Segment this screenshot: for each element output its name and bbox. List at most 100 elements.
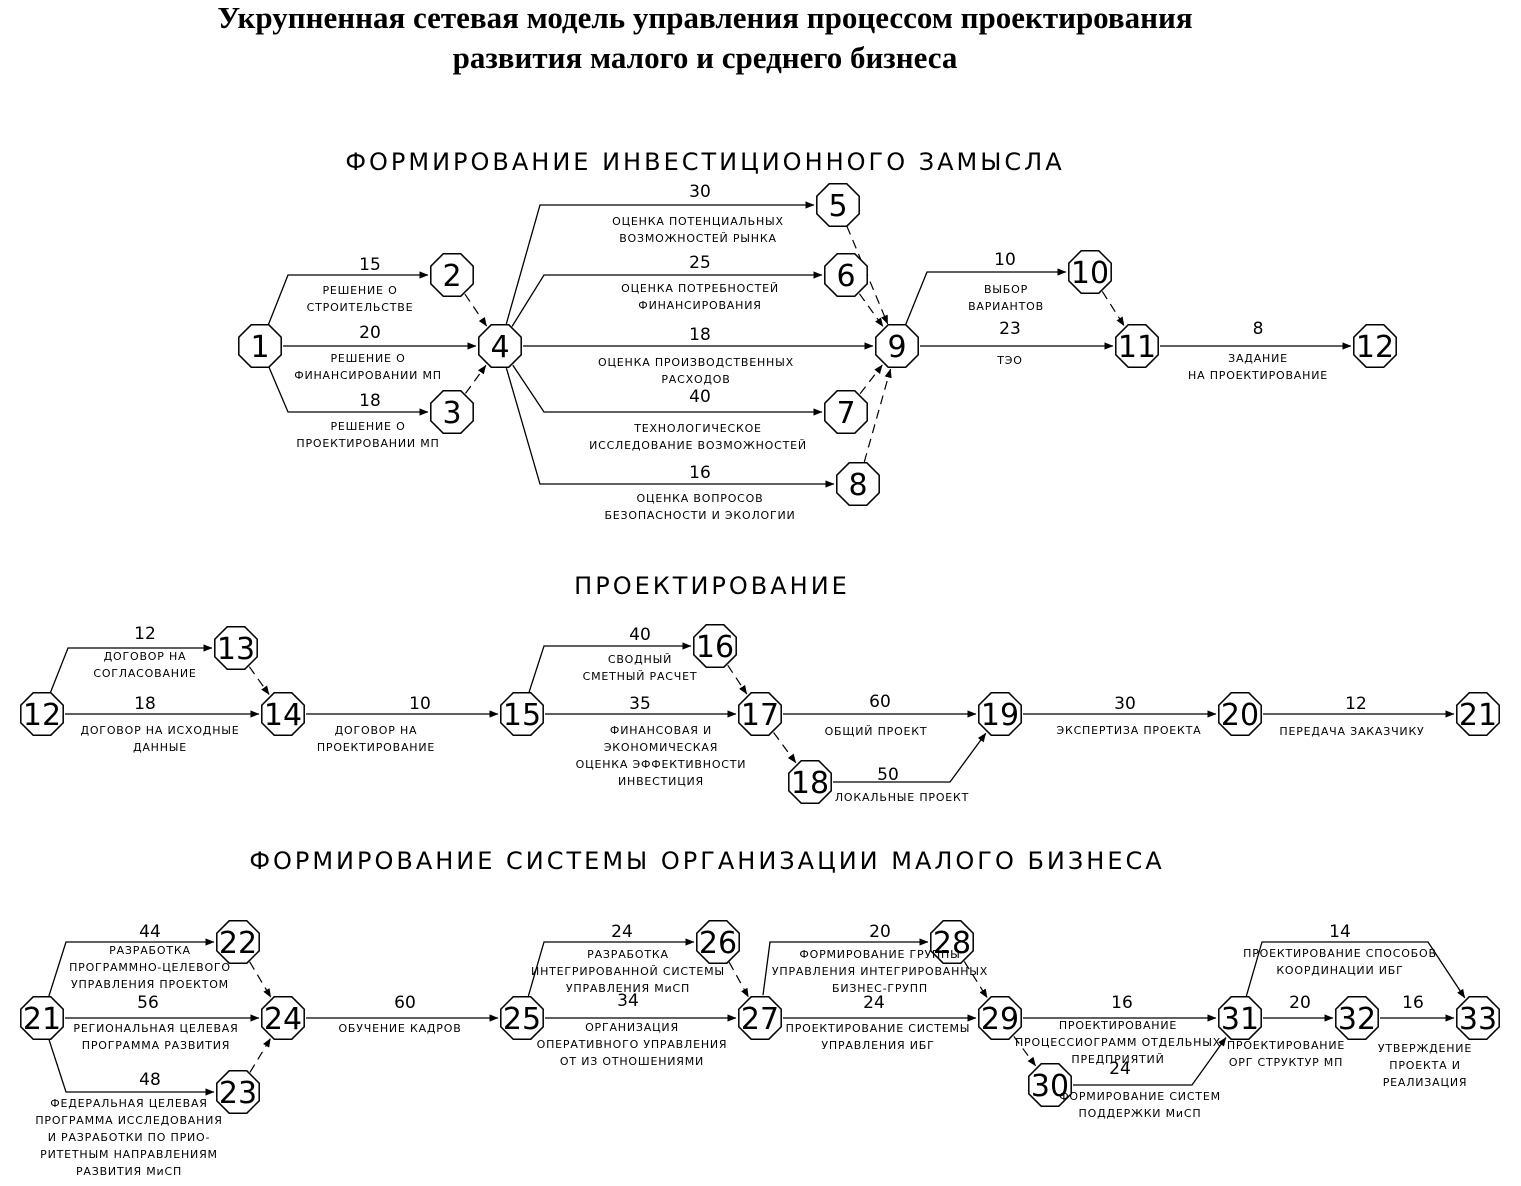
activity-label-line: ФЕДЕРАЛЬНАЯ ЦЕЛЕВАЯ	[50, 1097, 208, 1110]
dummy-dependency-arrow	[464, 293, 488, 327]
dummy-dependency-arrow	[773, 732, 797, 764]
activity-label-line: БИЗНЕС-ГРУПП	[832, 982, 928, 995]
activity-label-line: ОЦЕНКА ВОПРОСОВ	[637, 492, 764, 505]
event-node: 20	[1218, 692, 1262, 736]
event-node-number: 24	[264, 1002, 302, 1037]
event-node-number: 29	[981, 1002, 1019, 1037]
activity-duration: 40	[689, 387, 711, 407]
dummy-dependency-arrow	[249, 961, 272, 998]
event-node: 27	[738, 996, 782, 1040]
event-node-shape	[1115, 324, 1159, 368]
event-node: 10	[1068, 250, 1112, 294]
event-node-number: 25	[503, 1002, 541, 1037]
event-node-shape	[1068, 250, 1112, 294]
event-node-shape	[1028, 1063, 1072, 1107]
event-node-shape	[238, 324, 282, 368]
event-node-number: 22	[219, 926, 257, 961]
event-node-shape	[214, 626, 258, 670]
dummy-dependency-arrow	[727, 664, 748, 695]
event-node-shape	[500, 996, 544, 1040]
activity-label-line: ПРОЕКТИРОВАНИИ МП	[296, 437, 439, 450]
activity-duration: 40	[629, 625, 651, 645]
event-node-shape	[1335, 996, 1379, 1040]
event-node: 21	[1456, 692, 1500, 736]
dummy-dependency-arrow	[963, 961, 988, 999]
section-title-organization: ФОРМИРОВАНИЕ СИСТЕМЫ ОРГАНИЗАЦИИ МАЛОГО …	[249, 847, 1164, 875]
activity-label-line: ОРГ СТРУКТУР МП	[1229, 1056, 1343, 1069]
event-node: 6	[824, 253, 868, 297]
activity-duration: 16	[1402, 993, 1424, 1013]
activity-duration: 30	[1114, 694, 1136, 714]
event-node-shape	[738, 996, 782, 1040]
activity-duration: 34	[617, 991, 639, 1011]
activity-label-line: РАЗРАБОТКА	[109, 944, 191, 957]
activity-duration: 16	[1111, 993, 1133, 1013]
event-node-number: 17	[741, 698, 779, 733]
event-node: 16	[693, 624, 737, 668]
activity-duration: 23	[999, 319, 1021, 339]
event-node-number: 3	[442, 396, 461, 431]
event-node-number: 15	[503, 698, 541, 733]
event-node-shape	[216, 1070, 260, 1114]
activity-label-line: ФИНАНСОВАЯ И	[610, 724, 712, 737]
activity-duration: 18	[689, 325, 711, 345]
activity-duration: 60	[869, 692, 891, 712]
activity-label-line: ПЕРЕДАЧА ЗАКАЗЧИКУ	[1279, 725, 1424, 738]
dummy-dependency-arrow	[863, 368, 892, 463]
activity-label-line: УПРАВЛЕНИЯ ИБГ	[821, 1039, 934, 1052]
event-node: 31	[1218, 996, 1262, 1040]
event-node: 21	[20, 996, 64, 1040]
activity-label-line: РАСХОДОВ	[661, 373, 730, 386]
activity-label-line: ОЦЕНКА ПОТЕНЦИАЛЬНЫХ	[612, 215, 784, 228]
event-node-shape	[1353, 324, 1397, 368]
event-node-number: 8	[848, 468, 867, 503]
event-node-number: 33	[1459, 1002, 1497, 1037]
activity-duration: 15	[359, 255, 381, 275]
activity-duration: 18	[134, 694, 156, 714]
activity-duration: 24	[611, 922, 633, 942]
event-node-shape	[816, 183, 860, 227]
event-node-number: 26	[699, 926, 737, 961]
activity-label-line: ПРОЕКТИРОВАНИЕ	[1227, 1039, 1345, 1052]
activity-duration: 30	[689, 182, 711, 202]
event-node-shape	[836, 462, 880, 506]
activity-label-line: ВОЗМОЖНОСТЕЙ РЫНКА	[619, 232, 777, 245]
event-node: 2	[430, 253, 474, 297]
activity-arrow	[762, 938, 929, 996]
activity-duration: 56	[137, 993, 159, 1013]
activity-label-line: И РАЗРАБОТКИ ПО ПРИО-	[48, 1131, 211, 1144]
activity-duration: 50	[877, 765, 899, 785]
activity-label-line: ОПЕРАТИВНОГО УПРАВЛЕНИЯ	[537, 1038, 728, 1051]
activity-label-line: УПРАВЛЕНИЯ МиСП	[566, 982, 690, 995]
event-node: 8	[836, 462, 880, 506]
activity-label-line: РИТЕТНЫМ НАПРАВЛЕНИЯМ	[40, 1148, 218, 1161]
event-node-number: 1	[250, 330, 269, 365]
activity-label-line: ПРЕДПРИЯТИЙ	[1071, 1053, 1164, 1066]
event-node: 17	[738, 692, 782, 736]
activity-label-line: ПРОЕКТИРОВАНИЕ СИСТЕМЫ	[786, 1022, 971, 1035]
event-node: 28	[930, 920, 974, 964]
event-node: 30	[1028, 1063, 1072, 1107]
event-node-number: 19	[981, 698, 1019, 733]
activity-arrow	[267, 271, 429, 325]
event-node-shape	[978, 996, 1022, 1040]
activity-label-line: ПРОГРАММА ИССЛЕДОВАНИЯ	[35, 1114, 222, 1127]
activity-label-line: РЕШЕНИЕ О	[322, 284, 397, 297]
event-node-number: 32	[1338, 1002, 1376, 1037]
event-node-shape	[20, 692, 64, 736]
event-node-number: 7	[836, 396, 855, 431]
event-node: 7	[824, 390, 868, 434]
event-node-number: 4	[490, 330, 509, 365]
event-node-shape	[875, 324, 919, 368]
event-node: 9	[875, 324, 919, 368]
